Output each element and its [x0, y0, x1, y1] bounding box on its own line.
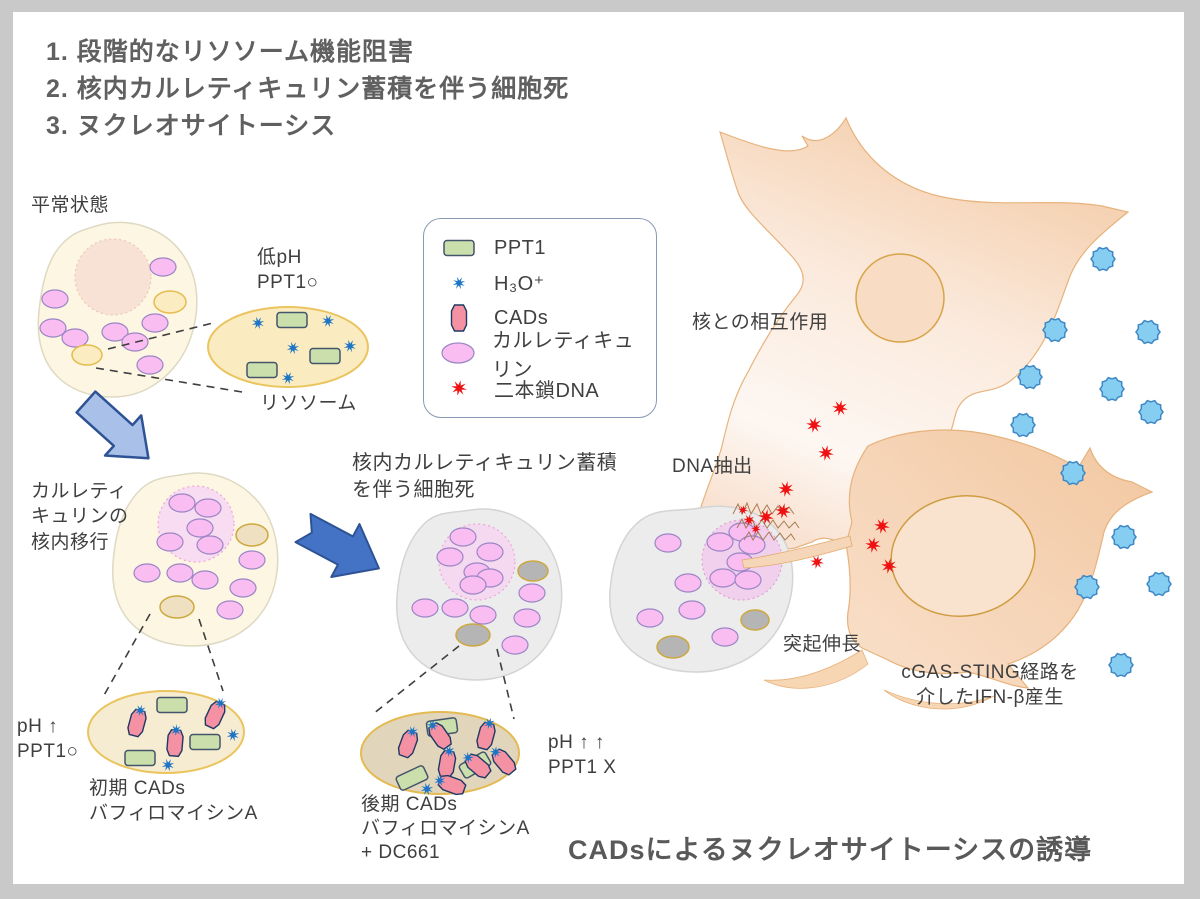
- label-late-cads: 後期 CADs バフィロマイシンA + DC661: [361, 794, 530, 863]
- header-line-3: 3. ヌクレオサイトーシス: [46, 112, 337, 140]
- step-arrow-2: [294, 512, 380, 579]
- diagram-title: CADsによるヌクレオサイトーシスの誘導: [568, 835, 1093, 865]
- label-normal-state: 平常状態: [31, 195, 110, 216]
- label-dna-extraction: DNA抽出: [672, 456, 753, 477]
- legend-label-ppt1: PPT1: [494, 236, 547, 259]
- cell3-lysosomes: [455, 560, 549, 647]
- label-protrusion: 突起伸長: [783, 634, 862, 655]
- cell2-calreticulin: [133, 550, 266, 620]
- lower-cell-tail: [763, 649, 869, 689]
- cell3-calreticulin: [411, 583, 546, 655]
- cell1-lysosomes: [71, 290, 187, 366]
- step-arrow-1: [75, 390, 150, 460]
- thin-protrusion: [741, 535, 853, 569]
- cads-icon: [440, 303, 478, 333]
- upper-cell-nucleus: [855, 253, 945, 343]
- legend-row-h3o: H₃O⁺: [440, 266, 640, 300]
- dsdna-icon: [440, 379, 478, 397]
- cell4-calreticulin: [636, 533, 739, 647]
- ifn-beta-particles: [1010, 246, 1172, 678]
- lyso2-ppt1: [124, 696, 221, 767]
- lower-cell-tail2: [883, 689, 995, 710]
- legend-row-cads: CADs: [440, 301, 640, 335]
- dendritic-cell-upper: [699, 116, 1130, 550]
- lyso3-cads: [397, 717, 517, 796]
- legend-row-dsdna: 二本鎖DNA: [440, 371, 640, 405]
- header-line-1: 1. 段階的なリソソーム機能阻害: [46, 38, 415, 66]
- lyso3-h3o: [420, 782, 434, 796]
- cell2-lysosomes: [159, 523, 269, 619]
- legend-row-calreticulin: カルレティキュリン: [440, 330, 640, 381]
- dying-cell-right: [609, 505, 794, 673]
- legend-row-ppt1: PPT1: [440, 231, 640, 265]
- zoom-lines-lysosome2: [102, 613, 224, 698]
- lyso2-cads: [127, 697, 227, 758]
- header-line-2: 2. 核内カルレティキュリン蓄積を伴う細胞死: [46, 75, 570, 103]
- legend-box: PPT1 H₃O⁺ CADs カルレティキュリン 二本鎖DNA: [423, 218, 657, 418]
- label-ph-up: pH ↑ PPT1○: [17, 716, 79, 763]
- label-cgas-sting: cGAS-STING経路を 介したIFN-β産生: [901, 662, 1079, 709]
- hydronium-icon: [440, 274, 478, 292]
- lyso1-h3o: [251, 314, 357, 385]
- legend-label-h3o: H₃O⁺: [494, 272, 545, 295]
- zoom-lines-lysosome3: [372, 645, 515, 720]
- dying-cell-mid: [395, 508, 563, 681]
- normal-cell: [37, 221, 198, 398]
- label-low-ph: 低pH PPT1○: [257, 247, 319, 294]
- label-nucleus-interaction: 核との相互作用: [692, 312, 829, 333]
- label-early-cads: 初期 CADs バフィロマイシンA: [89, 778, 258, 825]
- legend-label-cads: CADs: [494, 306, 549, 329]
- label-cell-death: 核内カルレティキュリン蓄積 を伴う細胞死: [352, 452, 618, 501]
- legend-label-dsdna: 二本鎖DNA: [494, 379, 600, 402]
- lysosome-zoom-normal: [207, 306, 369, 388]
- ppt1-icon: [440, 238, 478, 258]
- cell3-nucleus-calreticulin: [436, 527, 504, 595]
- translocation-cell: [111, 472, 279, 647]
- label-lysosome: リソソーム: [260, 393, 357, 414]
- label-crt-translocation: カルレティ キュリンの 核内移行: [31, 481, 129, 553]
- lyso1-ppt1: [246, 311, 341, 379]
- dsdna-stars: [738, 400, 897, 574]
- cell1-calreticulin: [39, 257, 177, 375]
- label-ph-upup: pH ↑ ↑ PPT1 X: [548, 732, 617, 779]
- lysosome-zoom-early: [87, 690, 245, 774]
- zoom-lines-lysosome1: [95, 322, 249, 394]
- cell2-nucleus-calreticulin: [156, 493, 224, 555]
- header-list: 1. 段階的なリソソーム機能阻害 2. 核内カルレティキュリン蓄積を伴う細胞死 …: [46, 34, 569, 145]
- legend-label-calreticulin: カルレティキュリン: [492, 330, 635, 381]
- lysosome-zoom-late: [360, 711, 520, 796]
- cell4-lysosomes: [656, 609, 770, 659]
- lyso2-h3o: [161, 728, 240, 772]
- normal-cell-nucleus: [74, 238, 152, 316]
- calreticulin-icon: [440, 342, 476, 364]
